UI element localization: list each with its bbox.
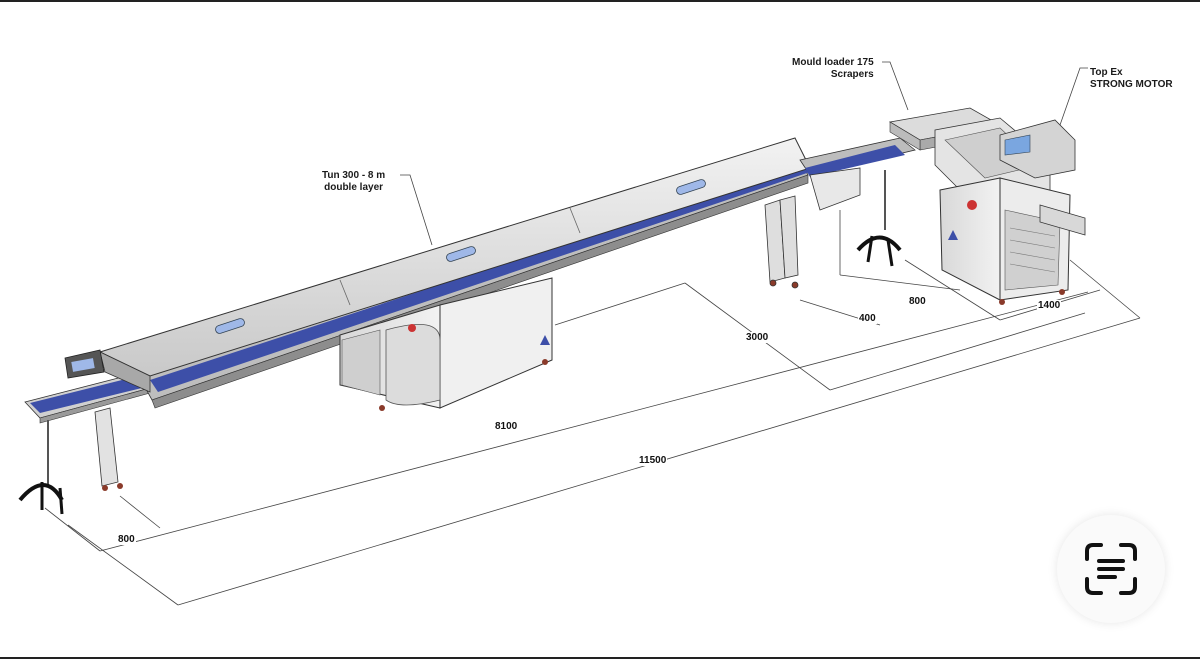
tunnel-label: Tun 300 - 8 m double layer — [322, 170, 385, 194]
tunnel-window-3 — [676, 179, 706, 195]
dimension-11500: 11500 — [638, 455, 668, 466]
dimension-800-left: 800 — [117, 534, 136, 545]
dimension-3000: 3000 — [745, 332, 770, 343]
dimension-8100: 8100 — [494, 421, 519, 432]
dimension-400: 400 — [858, 313, 877, 324]
mould-loader-label-line-2: Scrapers — [830, 69, 874, 80]
dim-ext-8100 — [119, 495, 161, 529]
tunnel-label-line-1: Tun 300 - 8 m — [322, 170, 386, 181]
cooling-tunnel-hood — [64, 137, 811, 393]
text-scan-icon — [1085, 543, 1137, 595]
dim-line-3000-ext — [829, 312, 1086, 391]
mould-loader-label-line-1: Mould loader 175 — [792, 57, 874, 68]
dimension-800-right: 800 — [908, 296, 927, 307]
transfer-conveyor — [799, 137, 916, 267]
dim-ext-3000-left — [554, 282, 686, 326]
top-border — [0, 0, 1200, 2]
dim-line-8100 — [99, 291, 1089, 552]
dimension-1400: 1400 — [1037, 300, 1062, 311]
top-ex-label: Top Ex STRONG MOTOR — [1090, 67, 1173, 91]
conveyor-legs — [764, 195, 799, 289]
dim-ext-11500-left — [67, 524, 179, 606]
dim-ext-1400 — [904, 259, 1001, 321]
top-ex-label-line-2: STRONG MOTOR — [1090, 79, 1173, 90]
tunnel-window-1 — [215, 318, 245, 334]
dim-line-800-left — [44, 507, 101, 552]
dim-ext-right — [1069, 259, 1141, 319]
bottom-border — [0, 657, 1200, 659]
leader-mould-loader — [882, 61, 909, 111]
infeed-conveyor — [18, 374, 151, 515]
mould-loader-label: Mould loader 175 Scrapers — [792, 57, 874, 81]
refrigeration-unit — [339, 277, 553, 411]
tunnel-label-line-2: double layer — [324, 182, 384, 193]
tunnel-window-2 — [446, 246, 476, 262]
top-ex-label-line-1: Top Ex — [1090, 67, 1123, 78]
leader-top-ex — [1059, 67, 1088, 126]
dim-line-800-right — [839, 274, 961, 291]
text-scan-button[interactable] — [1057, 515, 1165, 623]
leader-tunnel — [400, 174, 433, 246]
top-ex-machine — [939, 119, 1086, 305]
